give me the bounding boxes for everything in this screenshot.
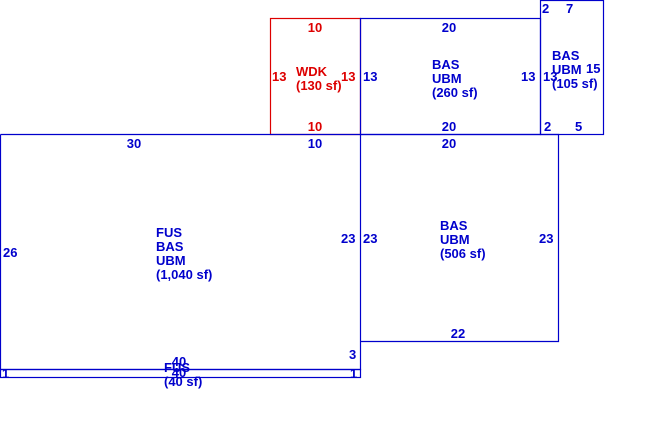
fus-strip-dim-top: 40 <box>172 354 186 369</box>
bas-small-dim-right: 15 <box>586 61 600 76</box>
bas-upper-label-line-1: BAS <box>432 57 460 72</box>
fus-main-label-line-1: FUS <box>156 225 182 240</box>
fus-main-dim-left: 26 <box>3 245 17 260</box>
fus-strip-outline <box>0 368 362 379</box>
area-bas-lower: 20 23 23 22 BAS UBM (506 sf) <box>360 133 560 343</box>
bas-small-dim-bottom-a: 2 <box>544 119 551 134</box>
area-bas-upper: 20 20 13 13 BAS UBM (260 sf) <box>359 17 542 136</box>
wdk-label-line-1: WDK <box>296 64 328 79</box>
fus-main-label-line-3: UBM <box>156 253 186 268</box>
wdk-dim-right: 13 <box>341 69 355 84</box>
fus-main-label-line-2: BAS <box>156 239 184 254</box>
fus-main-dim-right: 23 <box>341 231 355 246</box>
area-wdk: 10 10 13 13 WDK (130 sf) <box>269 17 362 136</box>
bas-lower-dim-bottom: 22 <box>451 326 465 341</box>
bas-small-dim-top-a: 2 <box>542 1 549 16</box>
fus-main-label-line-4: (1,040 sf) <box>156 267 212 282</box>
bas-lower-outline <box>360 133 560 343</box>
bas-lower-dim-left: 23 <box>363 231 377 246</box>
bas-upper-label-line-2: UBM <box>432 71 462 86</box>
fus-strip-dim-right: 1 <box>350 366 357 381</box>
bas-lower-dim-top: 20 <box>442 136 456 151</box>
bas-small-label-line-3: (105 sf) <box>552 76 598 91</box>
bas-lower-label-line-3: (506 sf) <box>440 246 486 261</box>
bas-small-dim-bottom-b: 5 <box>575 119 582 134</box>
bas-lower-label-line-1: BAS <box>440 218 468 233</box>
fus-strip-dim-left: 1 <box>2 366 9 381</box>
wdk-label-line-2: (130 sf) <box>296 78 342 93</box>
fus-strip-dim-bottom: 40 <box>172 365 186 380</box>
wdk-dim-bottom: 10 <box>308 119 322 134</box>
wdk-dim-top: 10 <box>308 20 322 35</box>
fus-strip-label-line-1: FUS <box>164 360 190 375</box>
bas-small-outline <box>539 0 605 136</box>
bas-upper-dim-right: 13 <box>521 69 535 84</box>
area-bas-small: 2 7 13 15 2 5 BAS UBM (105 sf) <box>539 0 605 136</box>
fus-strip-label-line-2: (40 sf) <box>164 374 202 389</box>
area-fus-strip: 40 40 1 1 FUS (40 sf) <box>0 354 362 389</box>
bas-small-label-line-2: UBM <box>552 62 582 77</box>
fus-main-dim-step: 3 <box>349 347 356 362</box>
bas-small-dim-left: 13 <box>543 69 557 84</box>
bas-upper-dim-top: 20 <box>442 20 456 35</box>
fus-main-dim-top-a: 30 <box>127 136 141 151</box>
bas-small-label-line-1: BAS <box>552 48 580 63</box>
wdk-dim-left: 13 <box>272 69 286 84</box>
bas-lower-dim-right: 23 <box>539 231 553 246</box>
bas-lower-label-line-2: UBM <box>440 232 470 247</box>
bas-upper-label-line-3: (260 sf) <box>432 85 478 100</box>
bas-upper-dim-left: 13 <box>363 69 377 84</box>
bas-upper-dim-bottom: 20 <box>442 119 456 134</box>
fus-main-dim-top-b: 10 <box>308 136 322 151</box>
bas-small-dim-top-b: 7 <box>566 1 573 16</box>
